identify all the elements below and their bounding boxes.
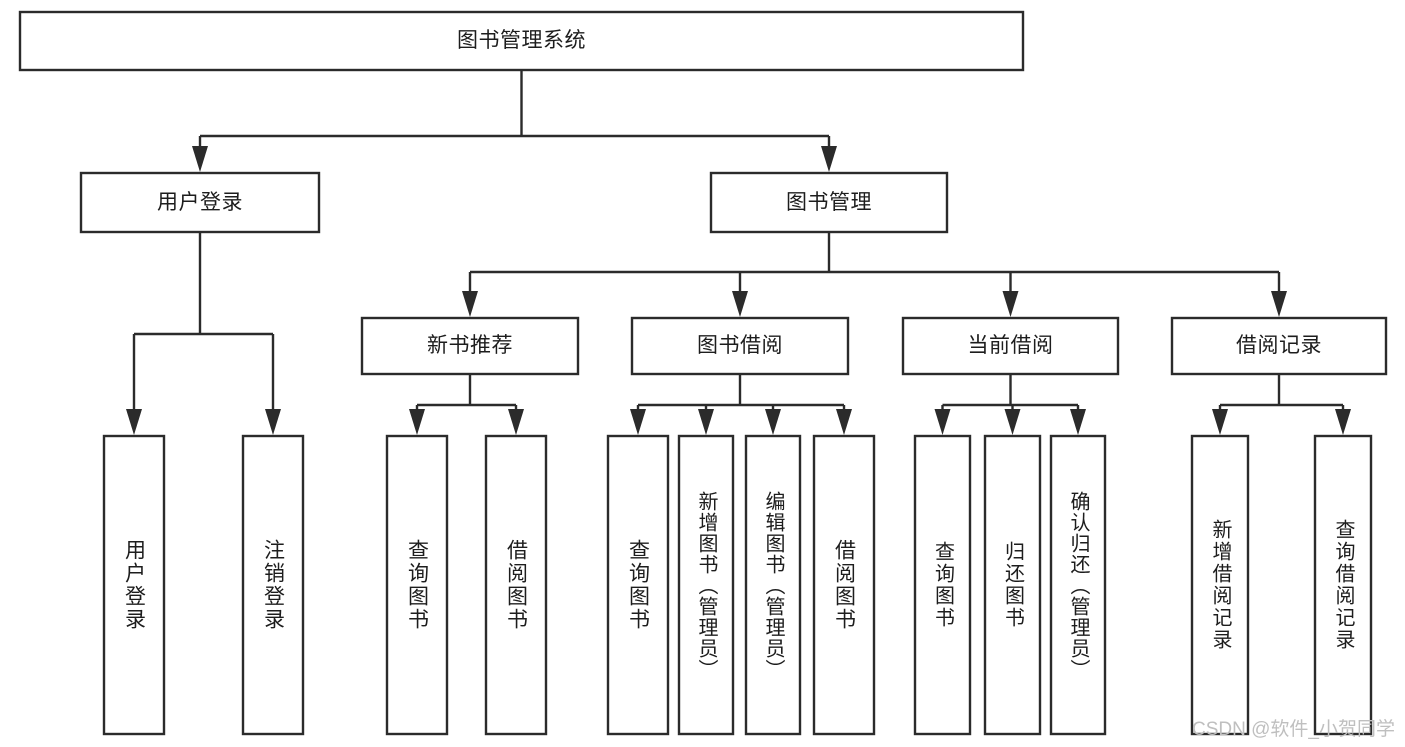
arrow-down-icon-g0-leaf-0 — [409, 409, 425, 435]
connectors-layer — [126, 70, 1351, 435]
leaf-node-box-10 — [1049, 434, 1107, 736]
arrow-down-icon-g1-leaf-2 — [765, 409, 781, 435]
arrow-down-icon-login-leaf-0 — [126, 409, 142, 435]
arrow-down-icon-g2-leaf-2 — [1070, 409, 1086, 435]
leaf-node-box-2 — [385, 434, 449, 736]
leaf-node-box-9 — [983, 434, 1042, 736]
level2-node-box-0 — [79, 171, 321, 234]
arrow-down-icon-g1-leaf-0 — [630, 409, 646, 435]
leaf-node-box-0 — [102, 434, 166, 736]
arrow-down-icon-level3-0 — [462, 291, 478, 317]
arrow-down-icon-g3-leaf-0 — [1212, 409, 1228, 435]
arrow-down-icon-level2-1 — [821, 146, 837, 172]
root-node-box — [18, 10, 1025, 72]
level2-node-box-1 — [709, 171, 949, 234]
arrow-down-icon-login-leaf-1 — [265, 409, 281, 435]
arrow-down-icon-level3-3 — [1271, 291, 1287, 317]
leaf-node-box-6 — [744, 434, 802, 736]
leaf-node-box-7 — [812, 434, 876, 736]
arrow-down-icon-level2-0 — [192, 146, 208, 172]
leaf-node-box-11 — [1190, 434, 1250, 736]
arrow-down-icon-g1-leaf-3 — [836, 409, 852, 435]
level3-node-box-0 — [360, 316, 580, 376]
leaf-node-box-3 — [484, 434, 548, 736]
arrow-down-icon-g2-leaf-0 — [934, 409, 951, 435]
level3-node-box-2 — [901, 316, 1120, 376]
leaf-node-box-8 — [913, 434, 972, 736]
arrow-down-icon-g3-leaf-1 — [1335, 409, 1351, 435]
leaf-node-box-5 — [677, 434, 735, 736]
boxes-layer — [18, 10, 1388, 736]
arrow-down-icon-g0-leaf-1 — [508, 409, 524, 435]
arrow-down-icon-level3-1 — [732, 291, 748, 317]
arrow-down-icon-g2-leaf-1 — [1004, 409, 1021, 435]
arrow-down-icon-level3-2 — [1002, 291, 1019, 317]
leaf-node-box-1 — [241, 434, 305, 736]
leaf-node-box-12 — [1313, 434, 1373, 736]
level3-node-box-1 — [630, 316, 850, 376]
level3-node-box-3 — [1170, 316, 1388, 376]
leaf-node-box-4 — [606, 434, 670, 736]
arrow-down-icon-g1-leaf-1 — [698, 409, 714, 435]
